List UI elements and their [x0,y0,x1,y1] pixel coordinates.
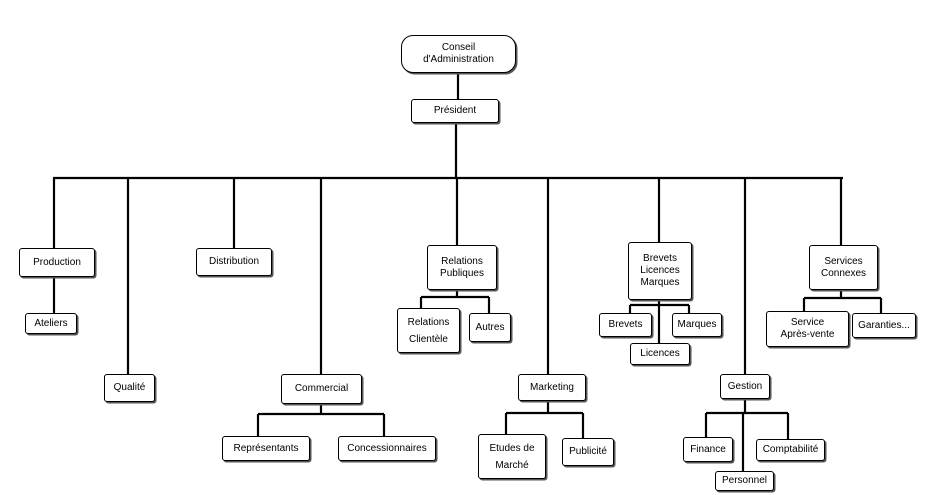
node-conseil-administration: Conseil d'Administration [401,35,516,73]
node-marketing: Marketing [518,374,586,401]
node-services-connexes: Services Connexes [809,245,878,290]
node-qualite: Qualité [104,374,155,402]
node-etudes-de-marche: Etudes de Marché [478,434,546,479]
node-comptabilite: Comptabilité [756,439,825,461]
node-finance: Finance [683,437,733,462]
node-relations-clientele: Relations Clientèle [397,308,460,353]
node-brevets: Brevets [599,313,652,337]
node-brevets-licences-marques: Brevets Licences Marques [628,242,692,300]
node-publicite: Publicité [562,438,614,466]
node-service-apres-vente: Service Après-vente [766,311,849,347]
node-commercial: Commercial [281,374,362,404]
node-representants: Représentants [222,436,310,461]
node-concessionnaires: Concessionnaires [338,436,436,461]
node-garanties: Garanties... [852,313,916,338]
node-marques: Marques [672,313,722,337]
node-production: Production [19,248,95,277]
node-licences: Licences [630,343,690,365]
node-autres: Autres [469,313,511,342]
node-gestion: Gestion [720,374,770,399]
node-president: Président [411,99,499,123]
node-ateliers: Ateliers [25,313,77,334]
node-distribution: Distribution [196,248,272,276]
node-personnel: Personnel [715,471,774,491]
node-relations-publiques: Relations Publiques [427,245,497,290]
